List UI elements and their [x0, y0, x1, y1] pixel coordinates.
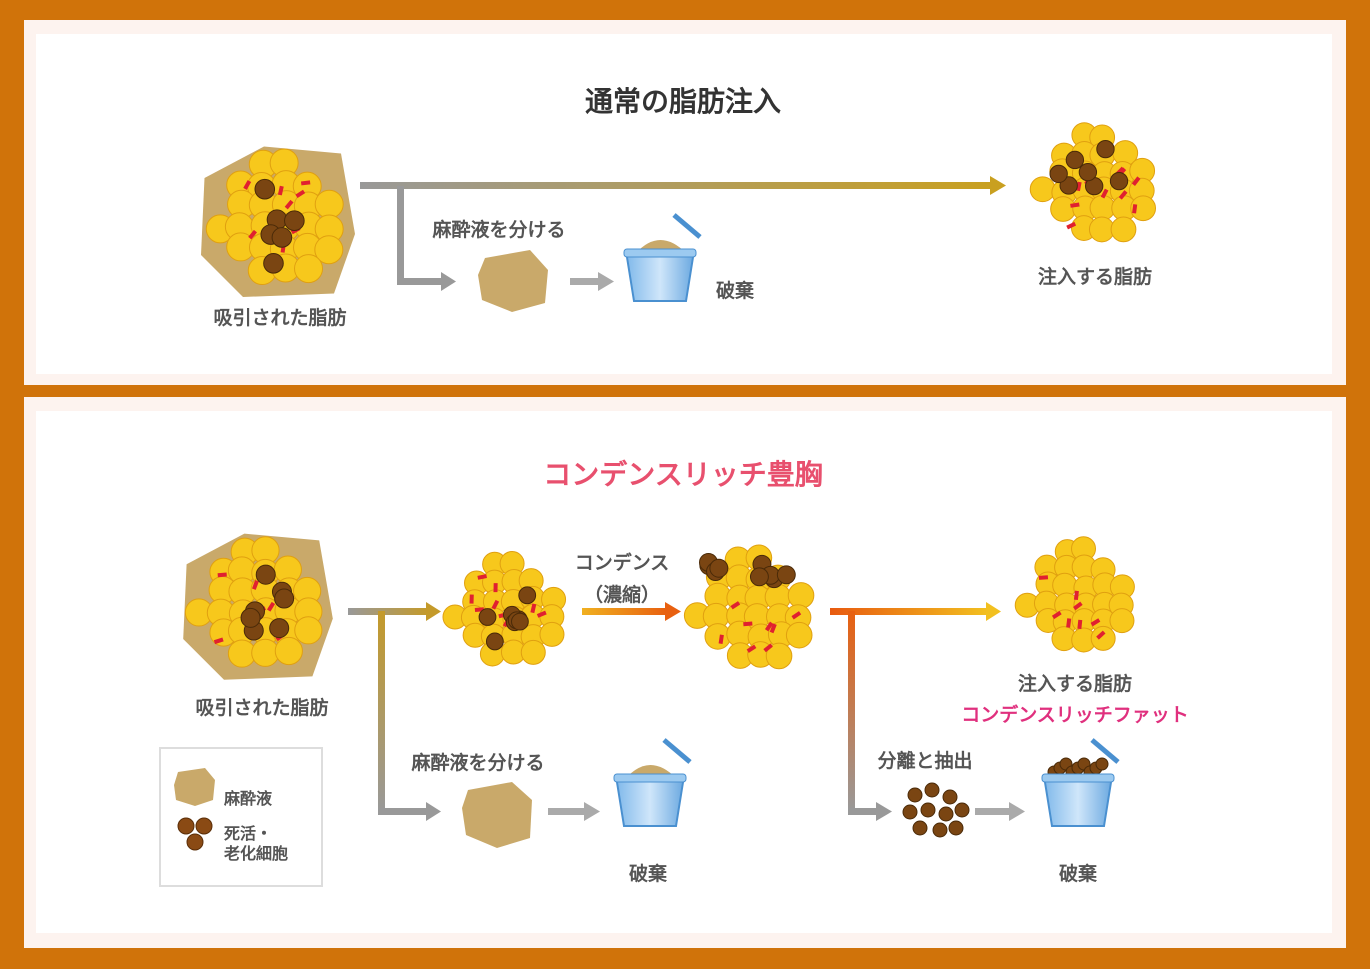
title-condense-rich: コンデンスリッチ豊胸: [543, 458, 823, 491]
anesthetic-blob: [478, 250, 548, 312]
label-suctioned-fat: 吸引された脂肪: [213, 307, 347, 329]
fat-cluster: [442, 551, 567, 667]
label-suctioned-fat: 吸引された脂肪: [195, 697, 329, 719]
legend-dead-cells-icon: [177, 817, 213, 851]
anesthetic-blob: [462, 782, 532, 848]
label-separate-anesthetic: 麻酔液を分ける: [411, 752, 545, 774]
fat-cluster: [1029, 122, 1157, 243]
title-normal: 通常の脂肪注入: [584, 85, 782, 118]
legend-anesthetic: 麻酔液: [224, 789, 273, 808]
legend-dead-cells-1: 死活・: [224, 824, 273, 843]
dead-cells-cluster: [902, 782, 970, 838]
label-separate-anesthetic: 麻酔液を分ける: [432, 219, 566, 241]
label-discard: 破棄: [715, 280, 755, 302]
legend-anesthetic-icon: [174, 768, 215, 806]
fat-cluster: [683, 544, 815, 670]
label-discard: 破棄: [628, 863, 668, 885]
label-inject-fat: 注入する脂肪: [1017, 673, 1133, 695]
fat-cluster: [1014, 536, 1135, 653]
trash-can-icon: [613, 738, 692, 827]
trash-can-icon: [1041, 738, 1120, 827]
label-inject-fat: 注入する脂肪: [1037, 266, 1153, 288]
label-discard: 破棄: [1058, 863, 1098, 885]
branch-arrow: [397, 186, 614, 291]
legend-box: [159, 747, 323, 887]
fat-cluster: [201, 146, 355, 297]
label-separate-extract: 分離と抽出: [877, 750, 973, 772]
fat-cluster: [183, 533, 333, 680]
trash-can-icon: [623, 213, 702, 302]
main-arrow: [360, 176, 1006, 195]
bottom-arrows: [348, 602, 1025, 821]
label-condense-rich-fat: コンデンスリッチファット: [961, 704, 1189, 726]
label-condense-sub: （濃縮）: [583, 584, 661, 606]
label-condense: コンデンス: [574, 552, 670, 574]
legend-dead-cells-2: 老化細胞: [224, 844, 289, 863]
